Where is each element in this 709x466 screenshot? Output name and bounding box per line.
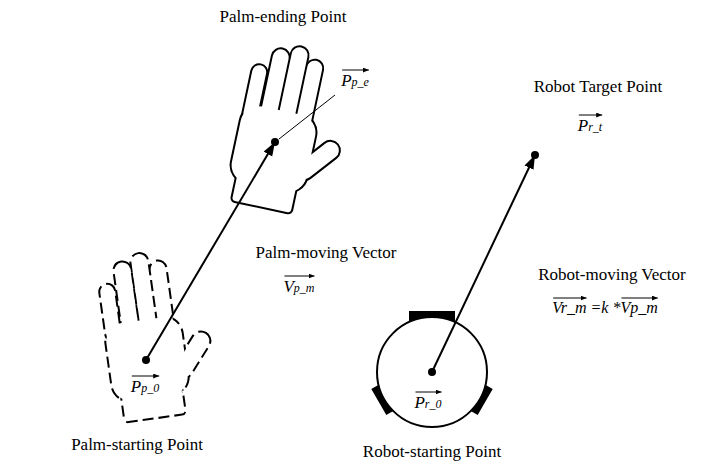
vector-overarrow — [284, 276, 314, 277]
vector-overarrow — [342, 70, 369, 71]
point-title: Palm-starting Point — [71, 436, 203, 453]
vector-symbol: Pr_0 — [414, 394, 441, 411]
vector-overarrow — [621, 298, 657, 299]
leader-line — [279, 95, 335, 139]
vector-overarrow — [132, 376, 159, 377]
vector-title: Palm-moving Vector — [256, 244, 397, 261]
point-dot — [142, 356, 150, 364]
point-dot — [531, 151, 539, 159]
vector-symbol: Vp_m — [283, 278, 314, 295]
vector-symbol: Pr_t — [578, 117, 602, 134]
vector-overarrow — [579, 115, 602, 116]
vector-title: Robot-moving Vector — [538, 266, 685, 283]
robot-moving-arrow — [432, 155, 535, 372]
vector-symbol: Pp_e — [341, 72, 369, 89]
point-dot — [428, 368, 436, 376]
robot — [371, 311, 492, 427]
vector-formula: Vr_m =k *Vp_m — [552, 300, 658, 316]
point-dot — [271, 138, 279, 146]
vector-symbol: Pp_0 — [131, 378, 159, 395]
vector-overarrow — [415, 392, 441, 393]
point-title: Robot-starting Point — [363, 443, 501, 460]
point-title: Robot Target Point — [534, 78, 663, 95]
vector-overarrow — [553, 298, 586, 299]
point-title: Palm-ending Point — [219, 8, 346, 25]
glove-hand-dashed — [95, 246, 223, 423]
